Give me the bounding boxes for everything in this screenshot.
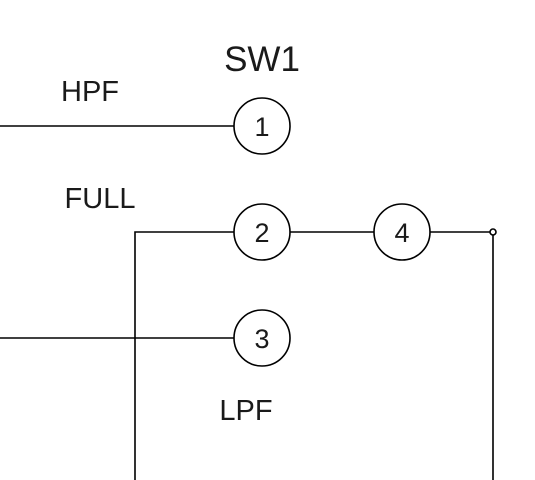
terminal-2: 2 — [233, 203, 291, 261]
terminal-3: 3 — [233, 309, 291, 367]
label-full: FULL — [65, 183, 136, 215]
terminal-3-number: 3 — [254, 324, 269, 354]
terminal-1: 1 — [233, 97, 291, 155]
terminal-1-number: 1 — [254, 112, 269, 142]
switch-title: SW1 — [224, 40, 300, 79]
terminal-4-number: 4 — [394, 218, 409, 248]
wire-common-output — [430, 231, 494, 480]
label-hpf: HPF — [61, 76, 119, 108]
label-lpf: LPF — [219, 395, 272, 427]
terminal-4: 4 — [373, 203, 431, 261]
wire-full-input — [134, 231, 234, 480]
terminal-2-number: 2 — [254, 218, 269, 248]
junction-dot — [489, 228, 497, 236]
